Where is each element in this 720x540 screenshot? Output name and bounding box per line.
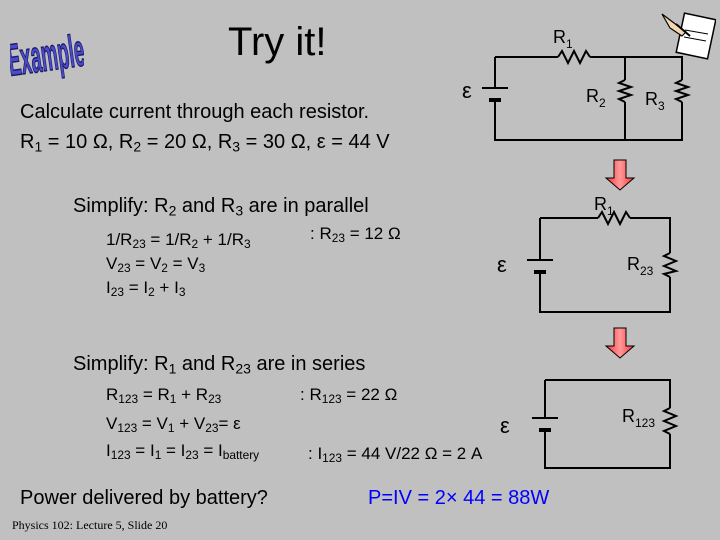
circuit-1-wire [494, 56, 683, 141]
step1-eq2: V23 = V2 = V3 [106, 254, 206, 275]
power-answer: P=IV = 2× 44 = 88W [368, 487, 550, 509]
circuit-1-resistor-r2 [615, 79, 635, 103]
circuit-2-emf-label: ε [497, 252, 507, 277]
step2-eq3-result: : I123 = 44 V/22 Ω = 2 A [308, 444, 483, 465]
slide-footer: Physics 102: Lecture 5, Slide 20 [12, 518, 168, 532]
circuit-1-resistor-r3 [672, 79, 692, 103]
down-arrow-1 [604, 159, 636, 191]
step1-eq3: I23 = I2 + I3 [106, 278, 186, 299]
circuit-2-r1-label: R1 [594, 194, 614, 218]
down-arrow-2 [604, 327, 636, 359]
step2-heading: Simplify: R1 and R23 are in series [73, 353, 366, 377]
circuit-2 [527, 209, 680, 313]
circuit-1-resistor-r1 [557, 48, 591, 66]
example-logo: Example [4, 18, 88, 100]
circuit-1-r3-label: R3 [645, 89, 665, 113]
circuit-2-resistor-r1 [597, 209, 631, 227]
problem-line-1: Calculate current through each resistor. [20, 101, 370, 123]
example-logo-text: Example [10, 26, 84, 86]
circuit-3 [532, 379, 679, 469]
step2-eq1-result: : R123 = 22 Ω [300, 385, 398, 406]
problem-line-2: R1 = 10 Ω, R2 = 20 Ω, R3 = 30 Ω, ε = 44 … [20, 131, 390, 155]
step2-eq3: I123 = I1 = I23 = Ibattery [106, 441, 260, 462]
circuit-3-wire [544, 379, 671, 469]
writing-hand-icon [658, 6, 717, 62]
step2-eq1: R123 = R1 + R23 [106, 385, 222, 406]
step1-heading: Simplify: R2 and R3 are in parallel [73, 195, 369, 219]
circuit-3-r123-label: R123 [622, 406, 655, 430]
power-question: Power delivered by battery? [20, 487, 268, 509]
circuit-1-emf-label: ε [462, 78, 472, 103]
circuit-2-resistor-r23 [661, 252, 680, 278]
circuit-2-wire [539, 217, 671, 313]
circuit-2-r23-label: R23 [627, 254, 654, 278]
circuit-1-r1-label: R1 [553, 27, 573, 51]
circuit-3-resistor-r123 [661, 407, 679, 435]
circuit-3-emf-label: ε [500, 413, 510, 438]
slide-title: Try it! [228, 20, 327, 64]
step1-eq1: 1/R23 = 1/R2 + 1/R3 [106, 230, 251, 251]
step1-eq1-result: : R23 = 12 Ω [310, 224, 401, 245]
step2-eq2: V123 = V1 + V23= ε [106, 414, 241, 435]
circuit-1 [482, 48, 692, 141]
circuit-1-r2-label: R2 [586, 86, 606, 110]
